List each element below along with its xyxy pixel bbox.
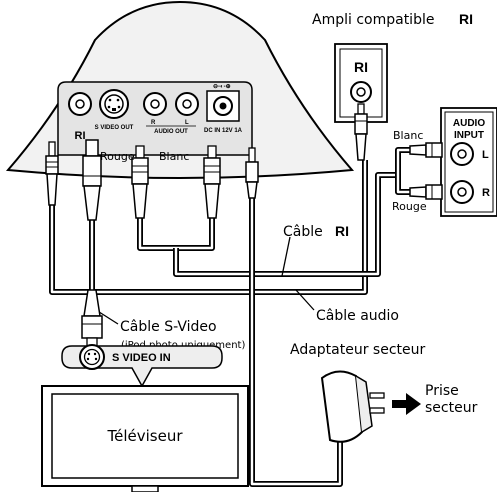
audio-input-line2: INPUT bbox=[454, 130, 484, 141]
svg-text:⊖-◐-⊕: ⊖-◐-⊕ bbox=[213, 84, 231, 90]
audio-input-r-label: R bbox=[482, 187, 490, 199]
audio-out-ports: R L AUDIO OUT bbox=[143, 92, 199, 135]
audio-out-label: AUDIO OUT bbox=[154, 129, 188, 135]
amp-title-ri-logo: RI bbox=[459, 11, 473, 27]
audio-out-r-label: R bbox=[151, 120, 156, 126]
cables bbox=[49, 147, 410, 487]
s-video-out-port: S VIDEO OUT bbox=[95, 89, 134, 131]
s-video-in-label: S VIDEO IN bbox=[112, 352, 171, 364]
s-video-out-label: S VIDEO OUT bbox=[95, 125, 134, 131]
audio-out-l-label: L bbox=[185, 120, 189, 126]
amp-title: Ampli compatible bbox=[312, 12, 434, 28]
label-blanc-right: Blanc bbox=[393, 129, 423, 142]
dc-in-port: ⊖-◐-⊕ DC IN 12V 1A bbox=[204, 84, 243, 134]
label-cable-ri: Câble bbox=[283, 224, 323, 240]
label-rouge-left: Rouge bbox=[100, 150, 135, 163]
audio-input-l-label: L bbox=[482, 149, 489, 161]
label-adapter: Adaptateur secteur bbox=[290, 342, 426, 358]
audio-input-panel: AUDIO INPUT L R bbox=[440, 107, 497, 217]
label-outlet-line1: Prise bbox=[425, 383, 459, 399]
television: Téléviseur bbox=[41, 385, 249, 492]
ri-port: RI bbox=[68, 92, 92, 142]
plugs bbox=[45, 103, 443, 221]
ri-port-label: RI bbox=[75, 130, 86, 142]
s-video-in-bubble: S VIDEO IN bbox=[61, 289, 223, 388]
label-rouge-right: Rouge bbox=[392, 200, 427, 213]
tv-label: Téléviseur bbox=[107, 427, 184, 445]
amp-ri-label: RI bbox=[354, 59, 368, 75]
power-adapter bbox=[320, 370, 385, 443]
audio-input-line1: AUDIO bbox=[453, 118, 485, 129]
dc-in-label: DC IN 12V 1A bbox=[204, 128, 243, 134]
label-outlet-line2: secteur bbox=[425, 400, 478, 416]
label-cable-audio: Câble audio bbox=[316, 308, 399, 324]
label-cable-svideo: Câble S-Video bbox=[120, 319, 217, 335]
label-blanc-left: Blanc bbox=[159, 150, 189, 163]
label-cable-ri-logo: RI bbox=[335, 223, 349, 239]
arrow-right-icon bbox=[392, 393, 421, 415]
